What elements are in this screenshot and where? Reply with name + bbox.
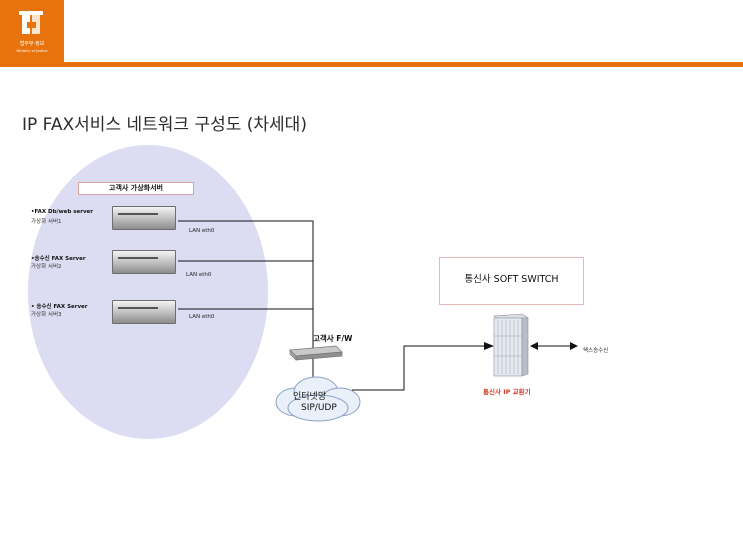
server3-lan: LAN eth0 bbox=[189, 314, 215, 320]
server3-sub: 가상화 서버3 bbox=[31, 312, 62, 318]
page-title: IP FAX서비스 네트워크 구성도 (차세대) bbox=[22, 115, 307, 135]
logo: 법무부·정보 Ministry of Justice bbox=[0, 0, 64, 64]
exchange-rack-icon bbox=[493, 313, 529, 377]
internet-label-line1: 인터넷망 bbox=[293, 392, 327, 402]
internet-cloud-icon bbox=[275, 376, 361, 422]
exchange-label: 통신사 IP 교환기 bbox=[483, 388, 531, 396]
logo-subtext: Ministry of Justice bbox=[16, 49, 48, 53]
firewall-label: 고객사 F/W bbox=[313, 334, 353, 343]
line-cloud-to-exchange bbox=[352, 345, 484, 391]
server2-sub: 가상화 서버2 bbox=[31, 264, 62, 270]
server2-icon bbox=[112, 250, 176, 274]
server1-icon bbox=[112, 206, 176, 230]
server2-lan: LAN eth0 bbox=[186, 272, 212, 278]
server1-lan: LAN eth0 bbox=[189, 228, 215, 234]
server3-name: • 송수신 FAX Server bbox=[31, 304, 88, 310]
arrow-right-fax bbox=[570, 342, 578, 350]
server3-icon bbox=[112, 300, 176, 324]
logo-text: 법무부·정보 bbox=[19, 41, 45, 47]
internet-label-line2: SIP/UDP bbox=[301, 403, 337, 413]
customer-group-label: 고객사 가상화서버 bbox=[78, 182, 194, 195]
server2-name: •송수신 FAX Server bbox=[31, 256, 86, 262]
softswitch-box: 통신사 SOFT SWITCH bbox=[439, 257, 584, 305]
fax-label: 팩스송수신 bbox=[583, 348, 609, 354]
arrow-left-fax bbox=[530, 342, 538, 350]
internet-label: 인터넷망 SIP/UDP bbox=[287, 392, 357, 414]
server1-sub: 가상화 서버1 bbox=[31, 219, 62, 225]
line-server1 bbox=[178, 220, 314, 352]
logo-icon bbox=[19, 11, 43, 34]
header-bar bbox=[0, 62, 743, 67]
server1-name: •FAX Db/web server bbox=[31, 209, 93, 215]
firewall-icon bbox=[289, 345, 343, 361]
arrow-to-exchange bbox=[484, 342, 494, 350]
